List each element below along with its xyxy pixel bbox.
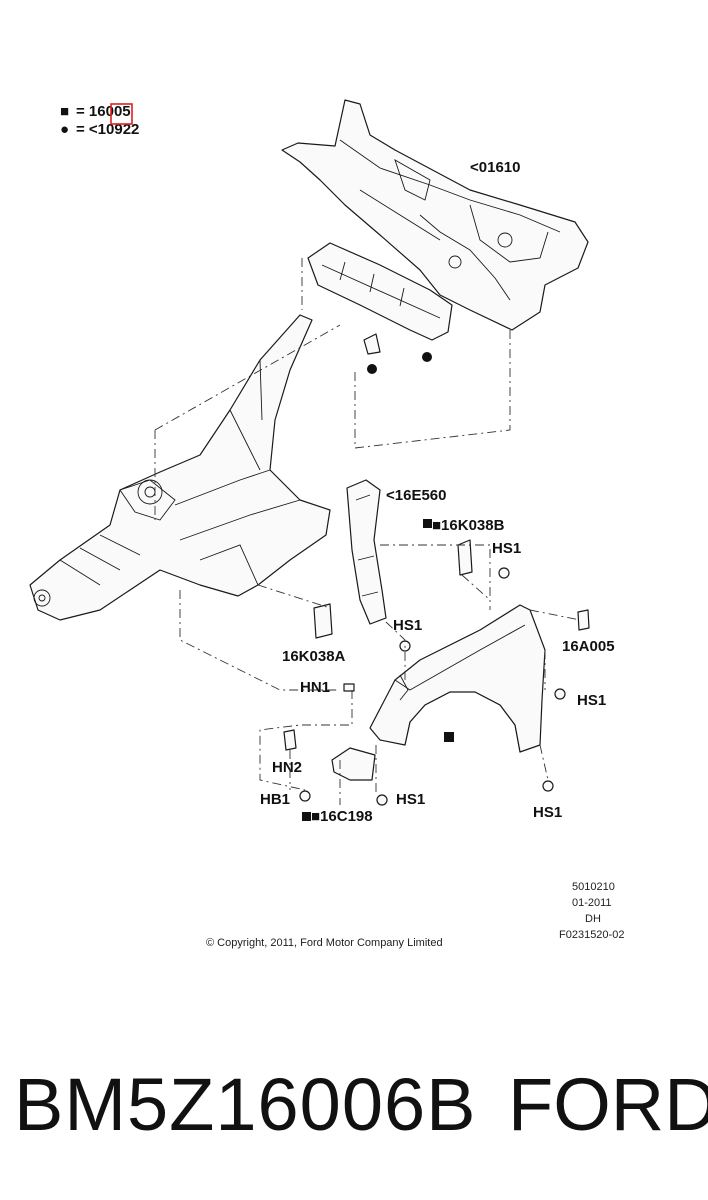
- callout-hn2: HN2: [272, 759, 302, 776]
- part-number: BM5Z16006B: [14, 1063, 477, 1146]
- callout-bracket-bottom: ■16C198: [311, 808, 373, 825]
- callout-dash-panel: <01610: [470, 159, 520, 176]
- callout-hs1-b: HS1: [393, 617, 422, 634]
- cowl-brace-illustration: [307, 242, 453, 341]
- dash-panel-illustration: [281, 99, 589, 331]
- screw-a-illustration: [498, 567, 510, 579]
- bracket-upper-illustration: [457, 539, 473, 576]
- callout-bracket-upper: ■16K038B: [432, 517, 505, 534]
- body-structure-illustration: [29, 314, 331, 621]
- legend-square-text: = 16005: [76, 103, 131, 120]
- callout-hs1-a: HS1: [492, 540, 521, 557]
- legend: ■ = 16005 ● = <10922: [60, 103, 139, 138]
- clip-a-illustration: [363, 333, 381, 355]
- screw-c-illustration: [554, 688, 566, 700]
- bolt-hb1-illustration: [299, 790, 311, 802]
- callout-apron-seal: <16E560: [386, 487, 446, 504]
- callout-hs1-d: HS1: [396, 791, 425, 808]
- legend-dot-symbol: ●: [60, 121, 69, 138]
- copyright-text: © Copyright, 2011, Ford Motor Company Li…: [206, 937, 443, 949]
- assembly-lines: [154, 258, 581, 805]
- bracket-bottom-illustration: [331, 747, 376, 781]
- bracket-bottom-marker: [302, 812, 311, 821]
- doc-info-4: F0231520-02: [559, 929, 624, 941]
- callout-bracket-front: 16A005: [562, 638, 615, 655]
- legend-square-symbol: ■: [60, 103, 69, 120]
- callout-hs1-e: HS1: [533, 804, 562, 821]
- nut-hn1-illustration: [343, 683, 355, 692]
- doc-info-1: 5010210: [572, 881, 615, 893]
- doc-info-2: 01-2011: [572, 897, 612, 909]
- callout-hb1: HB1: [260, 791, 290, 808]
- legend-dot-text: = <10922: [76, 121, 139, 138]
- bracket-lower-illustration: [313, 603, 333, 639]
- nut-dot-b: [422, 352, 432, 362]
- callout-bracket-lower: 16K038A: [282, 648, 346, 665]
- nut-hn2-illustration: [283, 729, 297, 751]
- bracket-upper-marker: [423, 519, 432, 528]
- front-fender-illustration: [369, 604, 546, 753]
- doc-info-3: DH: [585, 913, 601, 925]
- brand-name: FORD: [508, 1063, 708, 1146]
- highlight-box: [110, 103, 133, 125]
- bracket-front-illustration: [577, 609, 590, 631]
- callout-hs1-c: HS1: [577, 692, 606, 709]
- apron-seal-illustration: [346, 479, 387, 625]
- screw-d-illustration: [376, 794, 388, 806]
- nut-dot-a: [367, 364, 377, 374]
- screw-e-illustration: [542, 780, 554, 792]
- fender-marker: [444, 732, 454, 742]
- callout-hn1: HN1: [300, 679, 330, 696]
